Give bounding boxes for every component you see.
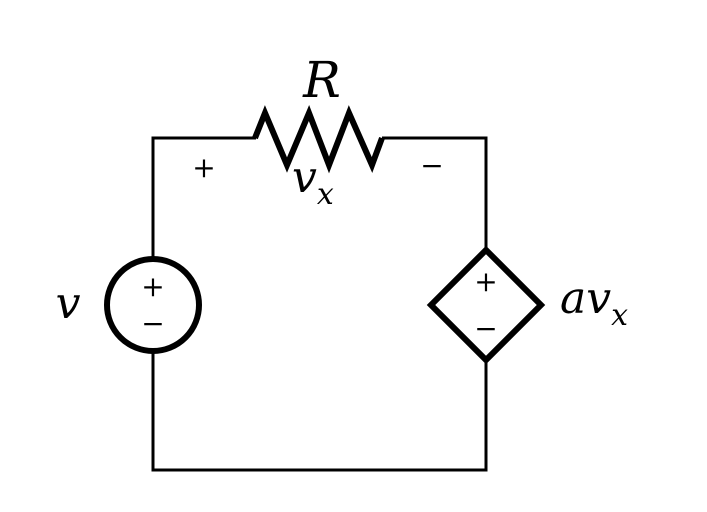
resistor-voltage-label: vx (292, 152, 334, 212)
source-label: v (56, 278, 81, 329)
resistor-plus: + (192, 151, 215, 184)
dependent-plus: + (474, 265, 497, 298)
independent-voltage-source (104, 256, 202, 354)
dependent-source-label: avx (560, 273, 628, 333)
source-plus: + (141, 270, 164, 303)
wire-left-top (151, 136, 256, 258)
dependent-minus: − (474, 312, 497, 345)
wire-right-top (382, 136, 488, 250)
resistor-label: R (302, 51, 341, 109)
resistor-minus: − (420, 149, 443, 182)
wire-bottom (151, 352, 488, 472)
resistor-zigzag (252, 104, 385, 174)
dependent-voltage-source (426, 245, 546, 365)
source-minus: − (141, 307, 164, 340)
